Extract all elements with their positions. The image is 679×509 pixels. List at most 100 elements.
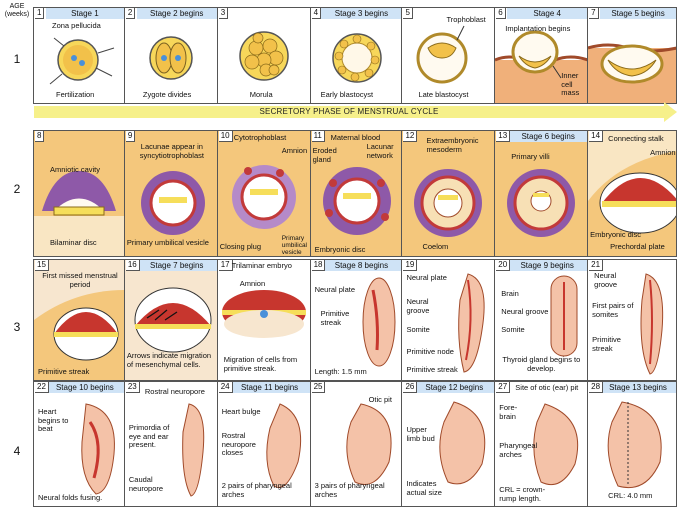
primary-villi-illustration	[495, 131, 588, 257]
first-missed-period-label: First missed menstrual period	[42, 272, 118, 289]
rostral-neuropore-closes-label: Rostral neuropore closes	[222, 432, 262, 458]
primitive-streak-label: Primitive streak	[38, 368, 89, 377]
day-number: 14	[589, 131, 603, 142]
day-number: 20	[496, 260, 510, 271]
day-number: 12	[403, 131, 417, 142]
migration-from-primitive-streak-label: Migration of cells from primitive streak…	[224, 356, 310, 373]
day-25-cell: 25 Otic pit 3 pairs of pharyngeal arches	[311, 382, 403, 507]
day-number: 18	[312, 260, 326, 271]
day-26-cell: 26 Stage 12 begins Upper limb bud Indica…	[402, 382, 495, 507]
week-label-1: 1	[2, 52, 32, 66]
stage-header: Stage 8 begins	[321, 260, 401, 271]
otic-pit-label: Otic pit	[369, 396, 392, 405]
day-number: 22	[35, 382, 49, 393]
day-22-cell: 22 Stage 10 begins Heart begins to beat …	[34, 382, 125, 507]
neural-groove-label: Neural groove	[406, 298, 438, 315]
neural-groove-label: Neural groove	[594, 272, 628, 289]
stage-header: Stage 7 begins	[137, 260, 217, 271]
primitive-streak-label: Primitive streak	[406, 366, 457, 375]
forebrain-label: Fore-brain	[499, 404, 521, 421]
amniotic-cavity-label: Amniotic cavity	[50, 166, 100, 175]
day-number: 19	[403, 260, 417, 271]
week-2-row: 8 Amniotic cavity Bilaminar disc 9 Lacun…	[33, 130, 677, 257]
stage-header: Stage 3 begins	[321, 8, 401, 19]
lacunar-network-label: Lacunar network	[367, 143, 401, 160]
rostral-neuropore-label: Rostral neuropore	[145, 388, 205, 397]
day-8-cell: 8 Amniotic cavity Bilaminar disc	[34, 131, 125, 257]
day-17-cell: 17 Trilaminar embryo Amnion Migration of…	[218, 260, 311, 381]
day-number: 2	[126, 8, 135, 19]
day-23-cell: 23 Rostral neuropore Primordia of eye an…	[125, 382, 218, 507]
eroded-gland-label: Eroded gland	[313, 147, 341, 164]
thyroid-gland-label: Thyroid gland begins to develop.	[497, 356, 585, 373]
stage-13-embryo-illustration	[588, 382, 677, 507]
secretory-phase-arrowhead	[664, 102, 677, 122]
neural-folds-label: Neural folds fusing.	[38, 494, 102, 503]
embryonic-disc-label: Embryonic disc	[315, 246, 366, 255]
upper-limb-bud-label: Upper limb bud	[406, 426, 440, 443]
connecting-stalk-label: Connecting stalk	[608, 135, 677, 144]
day-14-cell: 14 Connecting stalk Amnion Embryonic dis…	[588, 131, 677, 257]
day-12-cell: 12 Extraembryonic mesoderm Coelom	[402, 131, 495, 257]
day-1-cell: 1 Stage 1 Zona pellucida Fertilization	[34, 8, 125, 104]
extraembryonic-mesoderm-label: Extraembryonic mesoderm	[426, 137, 495, 154]
day-number: 25	[312, 382, 326, 393]
somite-label: Somite	[406, 326, 429, 335]
first-pairs-somites-label: First pairs of somites	[592, 302, 636, 319]
week-3-row: 15 First missed menstrual period Primiti…	[33, 259, 677, 381]
embryonic-disc-label: Embryonic disc	[590, 231, 641, 240]
lacunae-label: Lacunae appear in syncytiotrophoblast	[127, 143, 217, 160]
late-blastocyst-label: Late blastocyst	[418, 91, 468, 100]
day-number: 10	[219, 131, 233, 142]
stage-5-implantation-illustration	[588, 8, 677, 104]
length-label: Length: 1.5 mm	[315, 368, 367, 377]
day-number: 6	[496, 8, 505, 19]
day-number: 21	[589, 260, 603, 271]
primary-umbilical-vesicle-label: Primary umbilical vesicle	[282, 235, 311, 256]
cytotrophoblast-label: Cytotrophoblast	[234, 134, 287, 143]
stage-header: Stage 6 begins	[509, 131, 587, 142]
primitive-streak-label: Primitive streak	[592, 336, 632, 353]
day-number: 16	[126, 260, 140, 271]
day-19-cell: 19 Neural plate Neural groove Somite Pri…	[402, 260, 495, 381]
stage-header: Stage 9 begins	[507, 260, 587, 271]
day-number: 9	[126, 131, 135, 142]
week-label-3: 3	[2, 320, 32, 334]
inner-cell-mass-label: Inner cell mass	[561, 72, 587, 98]
stage-header: Stage 1	[46, 8, 124, 19]
week-label-2: 2	[2, 182, 32, 196]
crl-4mm-label: CRL: 4.0 mm	[608, 492, 652, 501]
day-28-cell: 28 Stage 13 begins CRL: 4.0 mm	[588, 382, 677, 507]
stage-header: Stage 12 begins	[414, 382, 494, 393]
somite-label: Somite	[501, 326, 524, 335]
heart-begins-label: Heart begins to beat	[38, 408, 72, 434]
secretory-phase-bar: SECRETORY PHASE OF MENSTRUAL CYCLE	[34, 106, 664, 118]
day-number: 28	[589, 382, 603, 393]
trophoblast-label: Trophoblast	[446, 16, 485, 25]
zygote-divides-label: Zygote divides	[143, 91, 191, 100]
early-blastocyst-label: Early blastocyst	[321, 91, 374, 100]
neural-groove-label: Neural groove	[501, 308, 548, 317]
heart-beat-illustration	[34, 382, 125, 507]
day-9-cell: 9 Lacunae appear in syncytiotrophoblast …	[125, 131, 218, 257]
day-6-cell: 6 Stage 4 Implantation begins Inner cell…	[495, 8, 588, 104]
day-number: 27	[496, 382, 510, 393]
day-27-cell: 27 Site of otic (ear) pit Fore-brain Pha…	[495, 382, 588, 507]
day-number: 8	[35, 131, 44, 142]
day-number: 23	[126, 382, 140, 393]
heart-bulge-label: Heart bulge	[222, 408, 261, 417]
stage-header: Stage 4	[507, 8, 587, 19]
day-10-cell: 10 Cytotrophoblast Amnion Closing plug P…	[218, 131, 311, 257]
stage-header: Stage 5 begins	[600, 8, 676, 19]
implantation-begins-label: Implantation begins	[505, 25, 570, 34]
day-24-cell: 24 Stage 11 begins Heart bulge Rostral n…	[218, 382, 311, 507]
pharyngeal-arches-label: Pharyngeal arches	[499, 442, 539, 459]
week-4-row: 22 Stage 10 begins Heart begins to beat …	[33, 381, 677, 507]
day-2-cell: 2 Stage 2 begins Zygote divides	[125, 8, 218, 104]
morula-label: Morula	[250, 91, 273, 100]
arrows-migration-label: Arrows indicate migration of mesenchymal…	[127, 352, 217, 369]
day-11-cell: 11 Maternal blood Eroded gland Lacunar n…	[311, 131, 403, 257]
amnion-label: Amnion	[282, 147, 307, 156]
primary-umbilical-vesicle-label: Primary umbilical vesicle	[127, 239, 209, 248]
amnion-label: Amnion	[240, 280, 265, 289]
